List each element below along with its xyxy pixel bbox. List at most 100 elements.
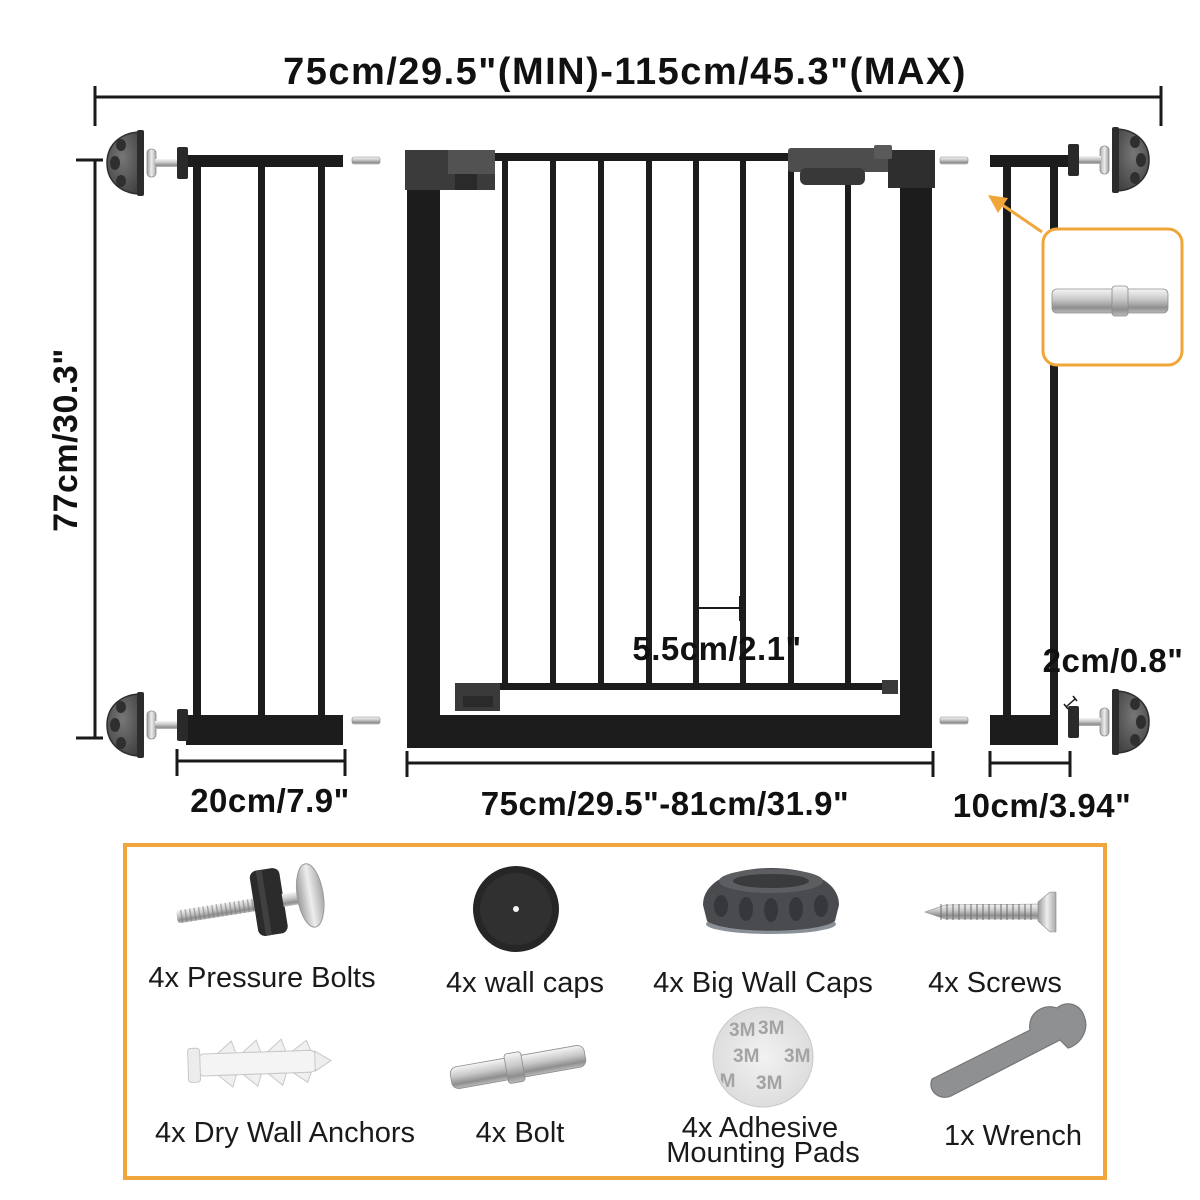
handle-grip xyxy=(800,168,865,185)
height-label: 77cm/30.3" xyxy=(47,348,85,532)
knob-grip xyxy=(255,869,272,936)
door-bar xyxy=(646,158,652,686)
extension-bar-label: 2cm/0.8" xyxy=(1043,642,1184,679)
cap-scallop xyxy=(714,895,728,917)
callout-bolt-collar xyxy=(1111,285,1129,317)
left-extension-bottom-rail xyxy=(186,715,343,745)
part-label: 4x Screws xyxy=(928,967,1062,999)
top-hinge xyxy=(405,150,495,190)
right-extension-post xyxy=(1050,167,1058,717)
cap-recess xyxy=(733,874,809,888)
right-top-wall-mount xyxy=(1067,126,1150,194)
hinge-cap xyxy=(448,150,495,174)
door-top-rail xyxy=(492,153,792,161)
rod-threads xyxy=(179,898,256,923)
cap-scallop xyxy=(814,895,828,917)
part-pressure-bolts: 4x Pressure Bolts xyxy=(148,863,376,994)
hinge-notch xyxy=(455,174,477,190)
left-extension-top-rail xyxy=(180,155,343,167)
wrench-image xyxy=(930,1003,1087,1098)
right-extension-bottom-rail xyxy=(990,715,1058,745)
anchor-fin xyxy=(266,1038,287,1053)
cap-scallop xyxy=(789,897,803,921)
left-extension-bar xyxy=(318,167,325,717)
part-label: 4x Adhesive xyxy=(682,1112,838,1144)
gate-left-post xyxy=(407,188,440,718)
pad-logo: 3M xyxy=(758,1018,784,1039)
door-bar xyxy=(788,158,794,686)
part-bolt: 4x Bolt xyxy=(449,1045,587,1149)
door-bottom-rail xyxy=(460,683,898,690)
pad-logo: 3M xyxy=(729,1020,755,1041)
door-bar xyxy=(740,158,746,686)
screw-image xyxy=(924,891,1057,933)
anchor-fin xyxy=(291,1039,312,1052)
part-screws: 4x Screws xyxy=(924,891,1062,999)
anchor-tip xyxy=(314,1050,332,1072)
left-extension-dimension-line xyxy=(175,749,347,776)
connector-pins xyxy=(351,156,969,725)
anchor-fin xyxy=(241,1039,262,1054)
part-label: 4x Big Wall Caps xyxy=(653,967,873,999)
callout-bolt-image xyxy=(1051,288,1169,314)
latch-block xyxy=(888,150,935,188)
anchor-fin xyxy=(267,1072,288,1087)
part-label: 4x Bolt xyxy=(476,1117,565,1149)
parts-list-frame xyxy=(123,843,1107,1180)
callout-arrow-head xyxy=(988,195,1008,213)
marker-tick xyxy=(1072,695,1078,702)
cap-scallop xyxy=(764,898,778,922)
height-dimension-line xyxy=(76,158,103,740)
connector-pin xyxy=(939,716,969,725)
bolt-image xyxy=(449,1045,587,1089)
bolt-collar xyxy=(503,1051,526,1084)
right-extension-panel xyxy=(990,155,1068,745)
right-extension-dimension-line xyxy=(988,751,1072,777)
right-extension-post xyxy=(1003,167,1011,717)
connector-pin xyxy=(939,156,969,165)
dry-wall-anchor-image xyxy=(187,1038,332,1088)
latch-button xyxy=(874,145,892,159)
part-big-wall-caps: 4x Big Wall Caps xyxy=(653,868,873,999)
bar-spacing-marker xyxy=(697,596,741,621)
callout-arrow-line xyxy=(1000,202,1043,234)
right-extension-width-label: 10cm/3.94" xyxy=(953,787,1131,824)
anchor-head xyxy=(187,1047,202,1083)
pad-logo: 3M xyxy=(733,1046,759,1067)
main-gate xyxy=(405,145,935,748)
part-label: 4x Dry Wall Anchors xyxy=(155,1117,415,1149)
anchor-fin xyxy=(242,1073,263,1087)
left-extension-bar xyxy=(258,167,265,717)
pad-logo: 3M xyxy=(784,1046,810,1067)
wall-cap-image xyxy=(473,866,559,952)
part-label: 4x Pressure Bolts xyxy=(148,962,375,994)
right-extension-top-rail xyxy=(990,155,1068,167)
gate-width-label: 75cm/29.5"-81cm/31.9" xyxy=(481,785,849,822)
bolt-callout xyxy=(988,195,1184,367)
part-wall-caps: 4x wall caps xyxy=(446,866,604,999)
big-wall-cap-image xyxy=(703,868,839,934)
connector-pin xyxy=(351,156,381,165)
handle-body xyxy=(788,148,890,172)
bar-spacing-label: 5.5cm/2.1" xyxy=(632,630,801,667)
hinge-notch xyxy=(463,696,493,707)
left-top-wall-mount xyxy=(106,129,189,197)
latch-handle xyxy=(788,145,935,188)
right-bottom-wall-mount xyxy=(1067,688,1150,756)
gate-right-post xyxy=(900,184,932,718)
part-label: 4x wall caps xyxy=(446,967,604,999)
adhesive-pad xyxy=(712,1006,814,1108)
bottom-hinge xyxy=(455,683,500,711)
anchor-fin xyxy=(217,1074,238,1088)
gate-width-dimension-line xyxy=(405,751,935,777)
wall-cap-hole xyxy=(513,906,519,912)
overall-width-label: 75cm/29.5"(MIN)-115cm/45.3"(MAX) xyxy=(283,51,967,93)
door-bar xyxy=(693,158,699,686)
left-extension-panel xyxy=(180,155,343,745)
extension-bar-marker xyxy=(1063,695,1078,710)
pad-logo: 3M xyxy=(756,1073,782,1094)
door-bar xyxy=(502,158,508,686)
door-bar xyxy=(845,180,851,686)
pressure-bolt-image xyxy=(176,863,325,936)
